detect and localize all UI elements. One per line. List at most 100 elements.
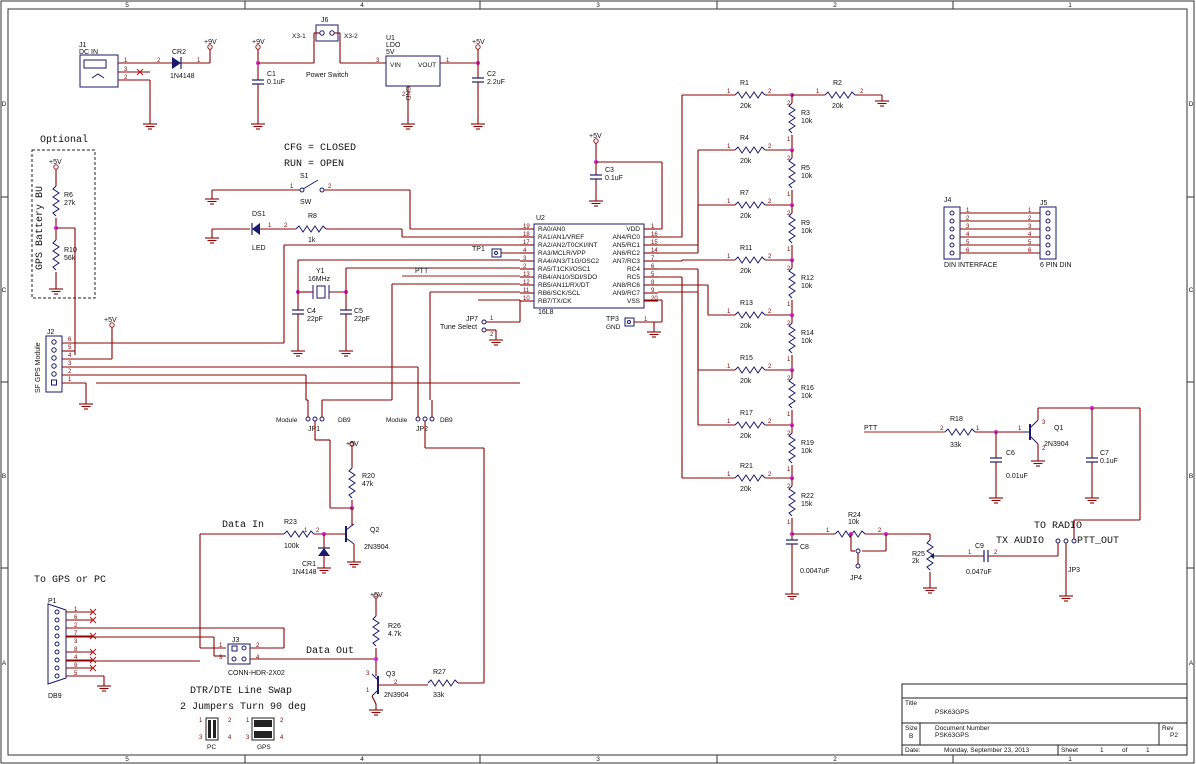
border-row-label: A — [1189, 660, 1194, 667]
u2-right-pin-num: 20 — [651, 296, 658, 302]
din-pin-num: 5 — [1028, 240, 1032, 246]
db9-pin-num: 4 — [74, 655, 78, 661]
dc-jack-j1 — [79, 54, 119, 88]
ladder-resistor-value: 15k — [801, 501, 813, 508]
optional-label: Optional — [40, 134, 88, 146]
c7-value: 0.1uF — [1100, 458, 1118, 465]
u2-left-pin-num: 13 — [523, 272, 530, 278]
border-col-label: 1 — [1068, 2, 1072, 9]
ladder-resistor-value: 10k — [801, 173, 813, 180]
jp1-left: Module — [276, 417, 298, 424]
y1-ref: Y1 — [316, 268, 325, 275]
r2-value: 20k — [832, 103, 844, 110]
ptt-net-label: PTT — [415, 268, 429, 275]
u2-left-pin-name: RA5/T1CKI/OSC1 — [538, 266, 591, 273]
ladder-resistor-value: 10k — [801, 118, 813, 125]
db9-pin-num: 8 — [74, 647, 78, 653]
u2-right-pin-name: RC5 — [627, 274, 640, 281]
r8-value: 1k — [308, 237, 316, 244]
svg-text:1: 1 — [290, 184, 294, 190]
db9-pin-num: 5 — [74, 671, 78, 677]
u2-left-pin-num: 11 — [523, 288, 530, 294]
ladder-pin-num: 2 — [787, 101, 791, 107]
pwr-5v-label: +5V — [589, 133, 602, 140]
r25-ref: R25 — [912, 551, 925, 558]
pwr-5v-label: +5V — [346, 441, 359, 448]
ladder-pin-num: 1 — [787, 302, 791, 308]
border-col-label: 5 — [125, 756, 129, 763]
svg-text:2: 2 — [280, 718, 284, 724]
c9-value: 0.047uF — [966, 569, 992, 576]
r23-ref: R23 — [284, 519, 297, 526]
svg-text:2: 2 — [394, 680, 398, 686]
ladder-resistor-ref: R19 — [801, 440, 814, 447]
svg-text:1: 1 — [816, 89, 820, 95]
r18-ref: R18 — [950, 416, 963, 423]
ladder-resistor-ref: R21 — [740, 463, 753, 470]
mcu-u2: U2 16L8 RA0/AN019RA1/AN1/VREF18RA2/AN2/T… — [440, 133, 663, 346]
r6-ref: R6 — [64, 192, 73, 199]
svg-text:4: 4 — [256, 655, 260, 661]
u2-left-pin-num: 17 — [523, 240, 530, 246]
u2-right-pin-name: VDD — [626, 226, 640, 233]
r27-ref: R27 — [433, 669, 446, 676]
data-in-label: Data In — [222, 520, 264, 531]
ladder-resistor-ref: R4 — [740, 135, 749, 142]
c9-ref: C9 — [975, 543, 984, 550]
ladder-resistor-value: 20k — [740, 103, 752, 110]
ladder-pin-num: 1 — [727, 309, 731, 315]
ladder-resistor-value: 20k — [740, 213, 752, 220]
svg-text:1: 1 — [199, 718, 203, 724]
ladder-pin-num: 1 — [787, 412, 791, 418]
sheet-label: Sheet — [1061, 747, 1078, 754]
j6-pin1: X3-1 — [292, 33, 306, 40]
data-out-q3: +5V R26 4.7k Q3 2N3904 312 R27 33k — [366, 592, 459, 716]
svg-text:1: 1 — [219, 643, 223, 649]
ladder-resistor-value: 10k — [801, 448, 813, 455]
border-col-label: 1 — [1068, 756, 1072, 763]
u2-right-pin-name: RC4 — [627, 266, 640, 273]
ladder-pin-num: 1 — [727, 364, 731, 370]
svg-text:1: 1 — [644, 317, 648, 323]
cr2-ref: CR2 — [172, 49, 186, 56]
svg-text:2: 2 — [157, 58, 161, 64]
r24-ref: R24 — [848, 512, 861, 519]
u2-right-pin-name: VSS — [627, 298, 641, 305]
ladder-pin-num: 1 — [727, 199, 731, 205]
ladder-resistor-ref: R22 — [801, 493, 814, 500]
ladder-pin-num: 2 — [787, 321, 791, 327]
u1-pin-vout: VOUT — [418, 62, 436, 69]
jp3-ref: JP3 — [1068, 567, 1080, 574]
u2-left-pin-num: 12 — [523, 280, 530, 286]
u2-right-pin-num: 9 — [651, 288, 655, 294]
svg-text:2: 2 — [878, 528, 882, 534]
p1-ref: P1 — [48, 598, 57, 605]
of-label: of — [1122, 747, 1128, 754]
border-row-label: D — [1189, 101, 1194, 108]
ladder-pin-num: 2 — [768, 89, 772, 95]
u2-right-pin-num: 15 — [651, 240, 658, 246]
ladder-pin-num: 2 — [768, 254, 772, 260]
u2-left-pin-name: RB7/TX/CK — [538, 298, 572, 305]
pwr-5v-label: +5V — [370, 592, 383, 599]
svg-text:2: 2 — [284, 223, 288, 229]
u2-right-pin-name: AN5/RC1 — [613, 242, 641, 249]
svg-text:2: 2 — [1042, 446, 1046, 452]
r18-value: 33k — [950, 442, 962, 449]
u2-left-pin-num: 4 — [523, 248, 527, 254]
r26-ref: R26 — [388, 623, 401, 630]
ladder-resistor-ref: R14 — [801, 330, 814, 337]
r6-value: 27k — [64, 200, 76, 207]
ladder-resistor-ref: R9 — [801, 220, 810, 227]
ladder-pin-num: 2 — [768, 144, 772, 150]
r23-value: 100k — [284, 543, 300, 550]
r26-value: 4.7k — [388, 631, 402, 638]
u1-value2: 5V — [386, 49, 395, 56]
r25-value: 2k — [912, 558, 920, 565]
q1-value: 2N3904 — [1044, 441, 1069, 448]
r8-ref: R8 — [308, 213, 317, 220]
u2-left-pin-name: RB5/AN11/RX/DT — [538, 282, 590, 289]
